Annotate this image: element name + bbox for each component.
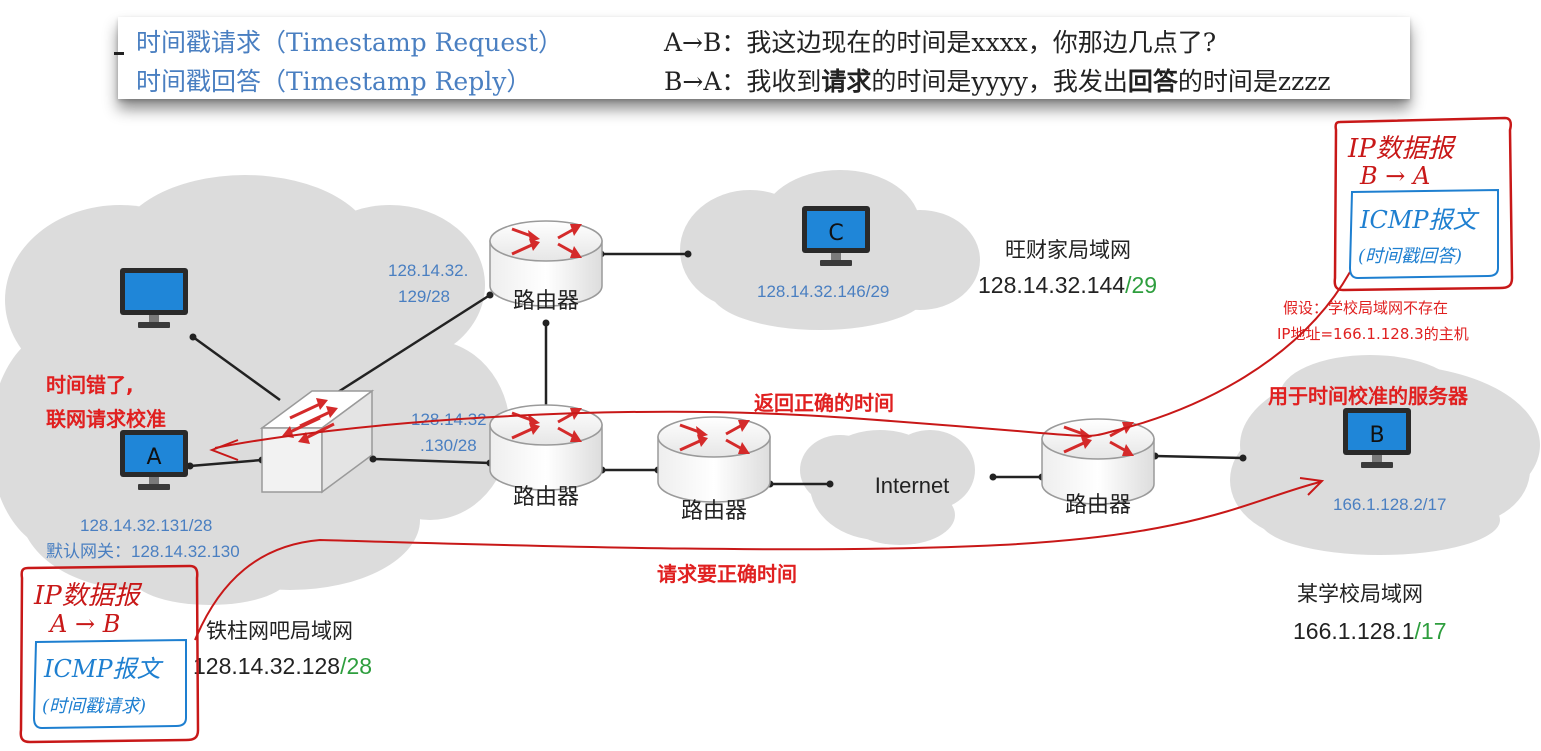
annotation-time-wrong-2: 联网请求校准 [46, 407, 166, 431]
router-mid-label: 路由器 [513, 485, 579, 510]
router-mid [488, 403, 604, 492]
host-a-gateway: 默认网关：128.14.32.130 [46, 542, 240, 561]
router-mid-iface-ip-2: .130/28 [420, 436, 477, 455]
legend-reply-label: 时间戳回答（Timestamp Reply） [136, 67, 532, 96]
host-a-label: A [146, 445, 161, 470]
handwritten-box-reply: IP数据报 B → A ICMP报文 (时间戳回答) [1333, 116, 1514, 292]
cloud-internet [800, 430, 975, 545]
annotation-time-server: 用于时间校准的服务器 [1268, 384, 1469, 408]
cloud-wangcai-lan [680, 170, 980, 330]
annotation-time-wrong-1: 时间错了, [46, 373, 134, 397]
router-top-iface-ip-1: 128.14.32. [388, 261, 468, 280]
return-arrow-head [209, 439, 239, 461]
reply-box-inner1: ICMP报文 [1359, 206, 1480, 234]
host-a-ip: 128.14.32.131/28 [80, 516, 212, 535]
net-school-name: 某学校局域网 [1297, 583, 1423, 606]
net-wangcai-name: 旺财家局域网 [1005, 239, 1131, 262]
net-tiezhu-name: 铁柱网吧局域网 [206, 620, 353, 643]
annotation-assume-1: 假设：学校局域网不存在 [1283, 299, 1448, 317]
host-c-label: C [828, 221, 843, 246]
router-top-label: 路由器 [513, 289, 579, 314]
annotation-return-time: 返回正确的时间 [754, 391, 894, 415]
internet-label: Internet [875, 473, 950, 498]
network-links [189, 252, 1244, 486]
legend-box: 时间戳请求（Timestamp Request） 时间戳回答（Timestamp… [118, 17, 1410, 99]
handwritten-box-request: IP数据报 A → B ICMP报文 (时间戳请求) [19, 564, 200, 744]
router-second [656, 415, 772, 504]
legend-request-label: 时间戳请求（Timestamp Request） [136, 28, 564, 57]
request-arrow-head [1299, 477, 1325, 496]
reply-box-connector [1109, 271, 1351, 433]
switch-icon [259, 389, 375, 494]
handwritten-paths [194, 271, 1351, 641]
legend-request-desc: A→B：我这边现在的时间是xxxx，你那边几点了? [664, 28, 1217, 57]
reply-box-line2: B → A [1359, 162, 1430, 190]
reply-box-line1: IP数据报 [1347, 134, 1457, 164]
annotation-assume-2: IP地址=166.1.128.3的主机 [1277, 325, 1469, 343]
router-second-label: 路由器 [681, 499, 747, 524]
router-school [1040, 417, 1156, 506]
request-box-inner1: ICMP报文 [43, 655, 164, 683]
legend-tick-mark [114, 52, 124, 55]
net-tiezhu-addr: 128.14.32.128/28 [193, 653, 372, 679]
router-top-iface-ip-2: 129/28 [398, 287, 450, 306]
request-box-line2: A → B [48, 610, 120, 638]
router-school-label: 路由器 [1065, 493, 1131, 518]
return-path-curve [214, 410, 1111, 449]
legend-reply-desc: B→A：我收到请求的时间是yyyy，我发出回答的时间是zzzz [664, 67, 1331, 96]
host-c-ip: 128.14.32.146/29 [757, 282, 889, 301]
reply-box-inner2: (时间戳回答) [1358, 246, 1462, 267]
net-school-addr: 166.1.128.1/17 [1293, 618, 1447, 644]
net-wangcai-addr: 128.14.32.144/29 [978, 272, 1157, 298]
request-box-line1: IP数据报 [33, 581, 143, 611]
annotation-request-time: 请求要正确时间 [657, 562, 797, 586]
host-b-label: B [1369, 423, 1384, 448]
request-box-inner2: (时间戳请求) [42, 696, 146, 717]
host-b-ip: 166.1.128.2/17 [1333, 495, 1446, 514]
request-path-curve [194, 481, 1321, 641]
cloud-school-lan [1230, 355, 1540, 555]
